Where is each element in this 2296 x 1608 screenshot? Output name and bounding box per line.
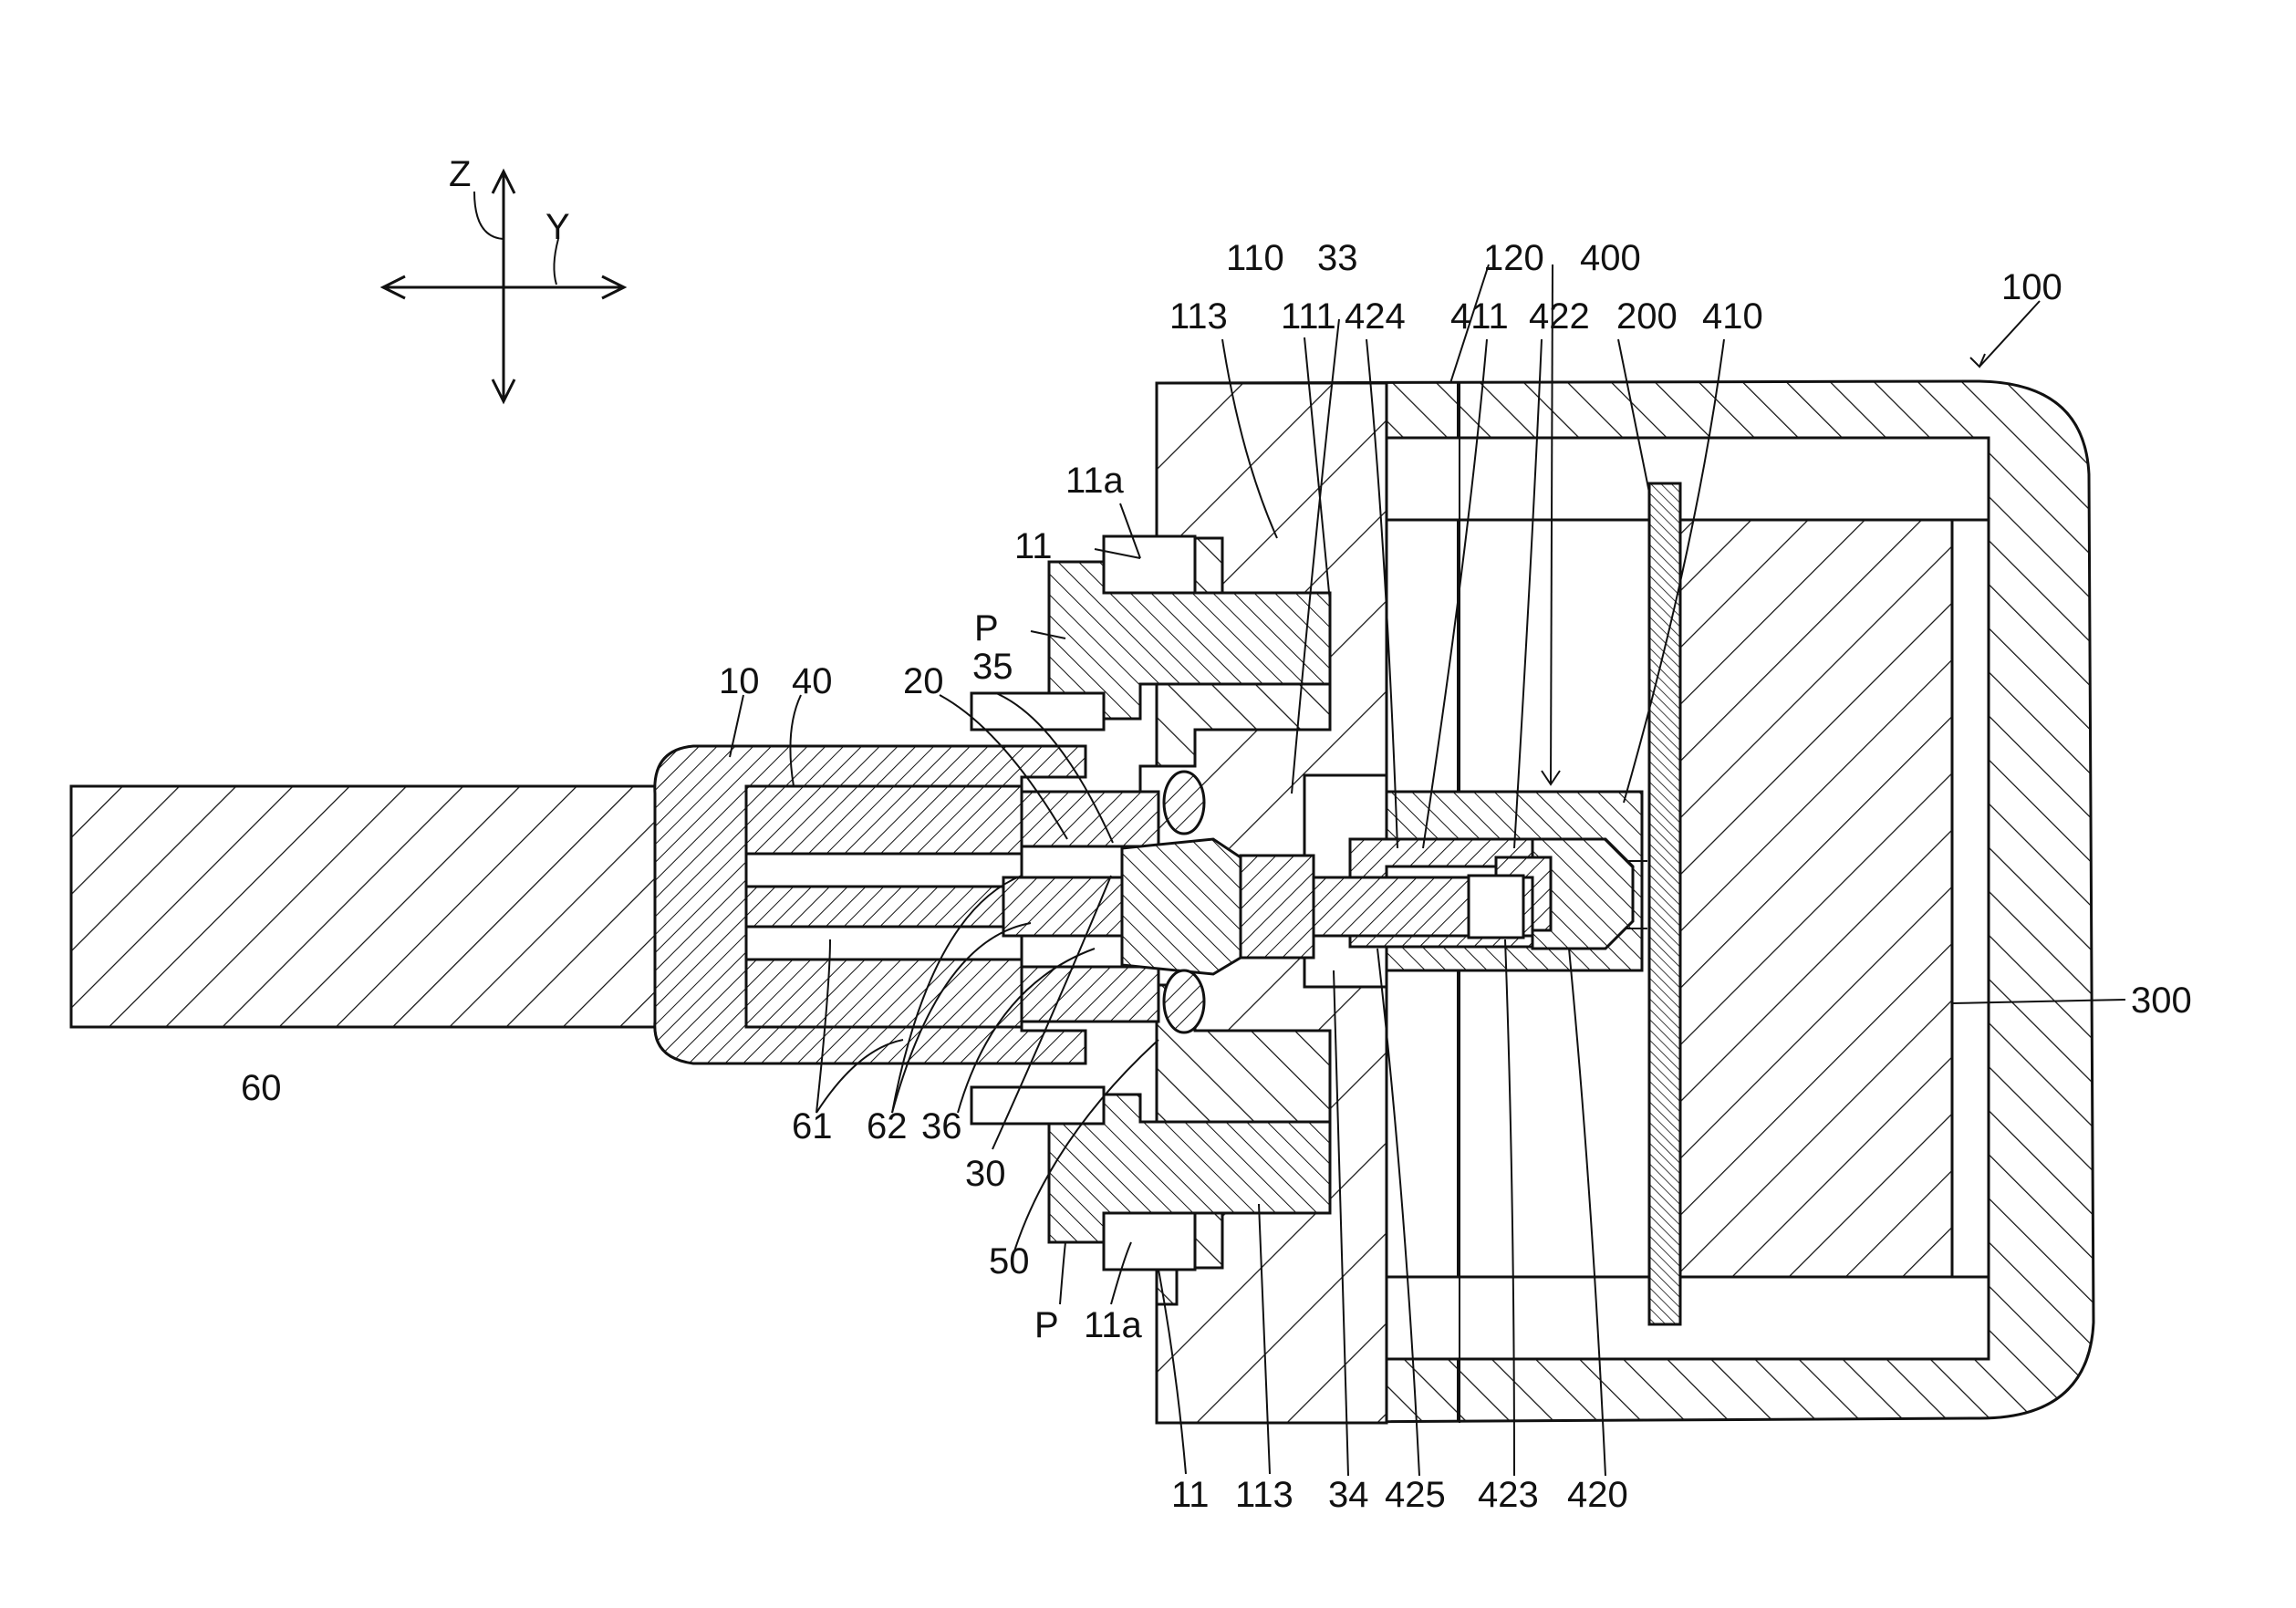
axis-indicator: Z Y	[383, 154, 624, 401]
label-113-bottom: 113	[1235, 1475, 1293, 1515]
label-100: 100	[2001, 267, 2062, 307]
label-423: 423	[1478, 1475, 1539, 1515]
label-400: 400	[1580, 238, 1641, 278]
label-11-top: 11	[1014, 526, 1053, 566]
label-425: 425	[1385, 1475, 1446, 1515]
axis-y-label: Y	[545, 207, 570, 247]
board-200	[1649, 483, 1680, 1324]
component-300	[1678, 520, 1989, 1277]
label-35: 35	[972, 647, 1013, 687]
label-62: 62	[867, 1106, 908, 1146]
label-61: 61	[792, 1106, 833, 1146]
label-111: 111	[1281, 296, 1336, 337]
label-11a-bottom: 11a	[1084, 1305, 1143, 1345]
label-33: 33	[1317, 238, 1358, 278]
label-113-top: 113	[1169, 296, 1228, 337]
label-420: 420	[1567, 1475, 1628, 1515]
label-p-top: P	[974, 608, 999, 648]
label-410: 410	[1702, 296, 1763, 337]
label-30: 30	[965, 1154, 1006, 1194]
label-120: 120	[1483, 238, 1544, 278]
label-34: 34	[1328, 1475, 1369, 1515]
label-424: 424	[1345, 296, 1406, 337]
label-36: 36	[921, 1106, 962, 1146]
label-422: 422	[1529, 296, 1590, 337]
label-10: 10	[719, 661, 760, 701]
label-p-bottom: P	[1034, 1305, 1059, 1345]
axis-z-label: Z	[449, 154, 471, 194]
label-11a-top: 11a	[1065, 461, 1125, 501]
cable-60	[71, 786, 746, 1027]
label-50: 50	[989, 1241, 1030, 1281]
label-40: 40	[792, 661, 833, 701]
label-60: 60	[241, 1068, 282, 1108]
label-20: 20	[903, 661, 944, 701]
label-11-bottom: 11	[1171, 1475, 1210, 1515]
label-110: 110	[1226, 238, 1284, 278]
label-200: 200	[1616, 296, 1678, 337]
label-300: 300	[2131, 980, 2192, 1021]
label-411: 411	[1450, 296, 1509, 337]
